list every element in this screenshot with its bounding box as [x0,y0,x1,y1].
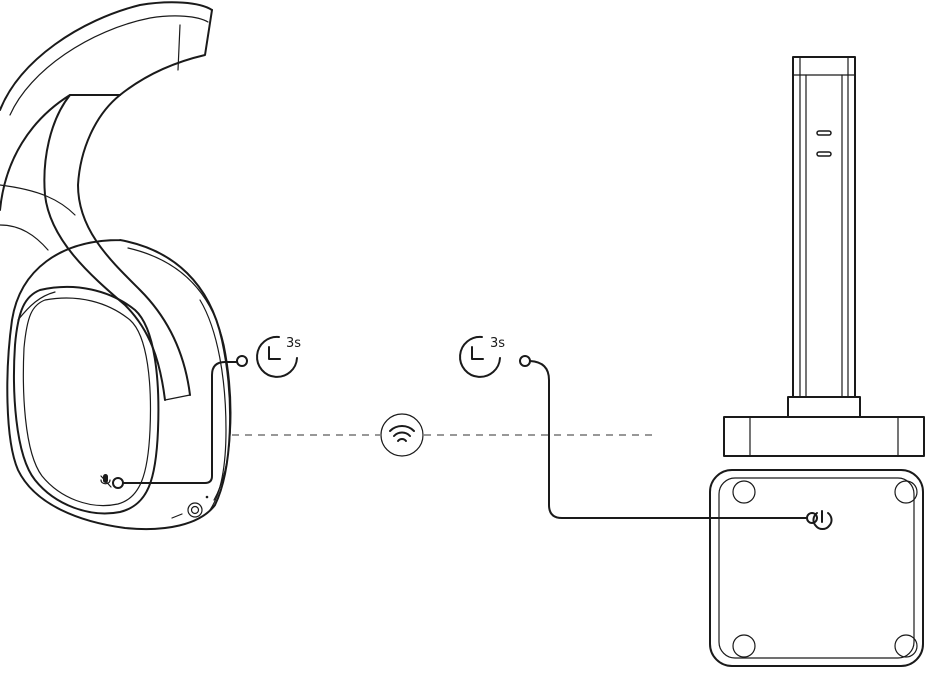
wifi-icon [380,413,424,457]
headset-callout-line [122,361,237,484]
headset-illustration [0,1,232,531]
dock-pairing-button[interactable] [806,512,818,524]
dock-timer-label: 3s [490,336,505,351]
dock-stand [723,56,925,457]
headset-timer-label: 3s [286,336,301,351]
headset-callout-endpoint [236,355,248,367]
microphone-icon [100,474,112,488]
dock-base-bottom-view [709,469,924,667]
headset-pairing-button[interactable] [112,477,124,489]
dock-callout-line [529,360,807,519]
pairing-button-icon[interactable] [812,510,833,530]
timer-icon [459,335,501,378]
dock-callout-endpoint [519,355,531,367]
timer-icon [256,335,298,378]
